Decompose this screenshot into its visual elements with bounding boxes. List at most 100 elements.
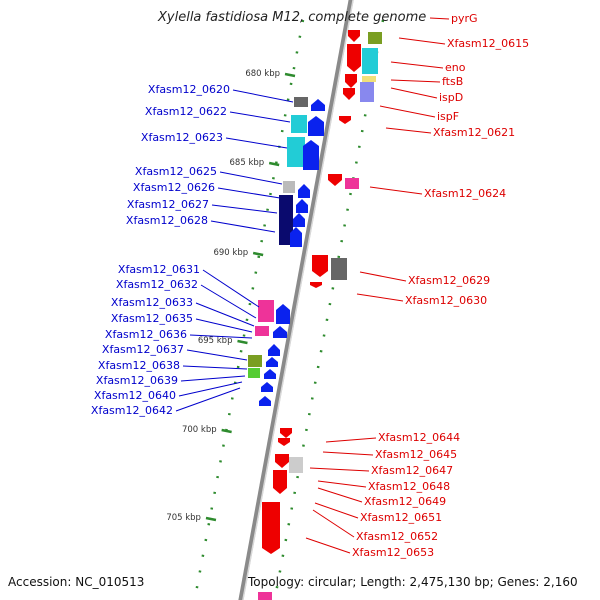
minus-strand-gene-arrow (310, 282, 322, 288)
minus-strand-gene-arrow (275, 454, 289, 468)
gene-block (258, 300, 274, 322)
label-leader-line (312, 509, 355, 538)
gene-block (248, 355, 262, 367)
gene-block (248, 368, 260, 378)
label-leader-line (429, 17, 450, 20)
plus-gene-label: Xfasm12_0620 (148, 83, 230, 96)
plus-strand-gene-arrow (276, 304, 290, 324)
label-leader-line (189, 334, 253, 339)
ruler-label: 680 kbp (245, 69, 280, 79)
ruler-label: 685 kbp (230, 158, 265, 168)
label-leader-line (195, 318, 253, 333)
plus-gene-label: Xfasm12_0632 (116, 278, 198, 291)
ruler-label: 690 kbp (213, 248, 248, 258)
minus-gene-label: ispD (439, 91, 463, 104)
plus-strand-gene-arrow (259, 396, 271, 406)
genome-backbone-highlight (242, 0, 354, 600)
plus-strand-gene-arrow (311, 99, 325, 111)
plus-gene-label: Xfasm12_0631 (118, 263, 200, 276)
minus-strand-gene-arrow (328, 174, 342, 186)
minus-gene-label: Xfasm12_0649 (364, 495, 446, 508)
label-leader-line (180, 375, 246, 382)
minus-strand-gene-arrow (278, 438, 290, 446)
plus-gene-label: Xfasm12_0625 (135, 165, 217, 178)
label-leader-line (390, 61, 444, 69)
label-leader-line (211, 204, 278, 214)
minus-gene-label: Xfasm12_0648 (368, 480, 450, 493)
plus-gene-label: Xfasm12_0626 (133, 181, 215, 194)
gene-block (362, 76, 376, 82)
minus-gene-label: Xfasm12_0629 (408, 274, 490, 287)
label-leader-line (317, 480, 367, 488)
gene-block (283, 181, 295, 193)
plus-strand-gene-arrow (290, 227, 302, 247)
minus-strand-gene-arrow (345, 74, 357, 88)
label-leader-line (175, 387, 241, 412)
gene-block (362, 48, 378, 74)
plus-strand-gene-arrow (308, 116, 324, 136)
label-leader-line (322, 451, 374, 456)
ruler-label: 705 kbp (166, 513, 201, 523)
map-title: Xylella fastidiosa M12, complete genome (158, 10, 427, 25)
label-leader-line (210, 220, 276, 233)
label-leader-line (379, 105, 436, 118)
label-leader-line (356, 293, 404, 302)
label-leader-line (325, 437, 377, 443)
minus-strand-gene-arrow (348, 30, 360, 42)
label-leader-line (229, 111, 291, 123)
minus-gene-label: Xfasm12_0644 (378, 431, 460, 444)
minus-strand-gene-arrow (347, 44, 361, 72)
plus-strand-gene-arrow (268, 344, 280, 356)
label-leader-line (217, 187, 281, 199)
gene-block (331, 258, 347, 280)
plus-gene-label: Xfasm12_0638 (98, 359, 180, 372)
plus-strand-gene-arrow (261, 382, 273, 392)
minus-strand-gene-arrow (343, 88, 355, 100)
label-leader-line (317, 487, 363, 503)
plus-strand-gene-arrow (293, 213, 305, 227)
label-leader-line (305, 537, 351, 554)
minus-strand-gene-arrow (339, 116, 351, 124)
label-leader-line (232, 89, 294, 103)
gene-block (255, 326, 269, 336)
gene-block (291, 115, 307, 133)
plus-gene-label: Xfasm12_0642 (91, 404, 173, 417)
label-leader-line (202, 269, 260, 308)
plus-strand-gene-arrow (303, 140, 319, 170)
label-leader-line (200, 284, 257, 319)
plus-gene-label: Xfasm12_0623 (141, 131, 223, 144)
plus-strand-gene-arrow (266, 357, 278, 367)
backbone-group (238, 0, 354, 600)
label-leader-line (309, 467, 370, 472)
ruler-label: 695 kbp (198, 336, 233, 346)
minus-strand-gene-arrow (280, 428, 292, 438)
plus-gene-label: Xfasm12_0627 (127, 198, 209, 211)
minus-gene-label: Xfasm12_0621 (433, 126, 515, 139)
label-leader-line (398, 37, 446, 45)
plus-gene-label: Xfasm12_0636 (105, 328, 187, 341)
minus-gene-label: Xfasm12_0647 (371, 464, 453, 477)
ruler-tick (237, 339, 248, 345)
ruler-tick (252, 251, 264, 257)
label-leader-line (390, 87, 438, 99)
ruler-tick (205, 516, 217, 522)
gene-block (287, 137, 305, 167)
minus-gene-label: ftsB (442, 75, 463, 88)
label-leader-line (369, 186, 423, 195)
minus-gene-label: Xfasm12_0615 (447, 37, 529, 50)
topology-text: Topology: circular; Length: 2,475,130 bp… (248, 575, 578, 589)
label-leader-line (225, 137, 288, 149)
minus-gene-label: Xfasm12_0653 (352, 546, 434, 559)
label-leader-line (390, 79, 441, 83)
label-leader-line (182, 365, 248, 370)
plus-strand-gene-arrow (264, 369, 276, 379)
gene-block (258, 592, 272, 600)
plus-gene-label: Xfasm12_0639 (96, 374, 178, 387)
accession-text: Accession: NC_010513 (8, 575, 145, 589)
label-leader-line (385, 127, 432, 134)
genome-backbone (238, 0, 354, 600)
minus-strand-gene-arrow (262, 502, 280, 554)
plus-gene-label: Xfasm12_0640 (94, 389, 176, 402)
minus-gene-label: ispF (437, 110, 459, 123)
